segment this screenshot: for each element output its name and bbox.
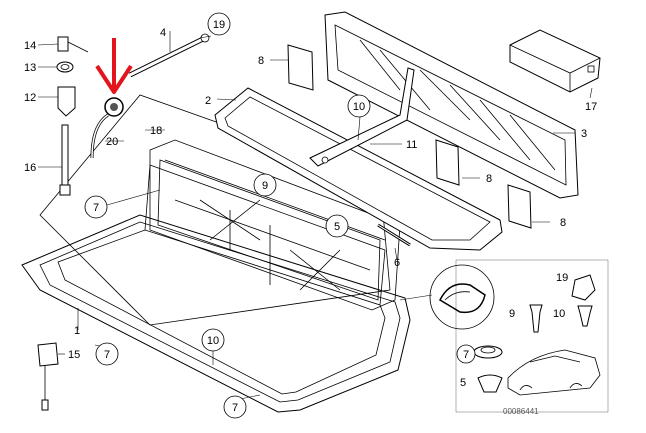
callout-18: 18 [150, 125, 162, 137]
callout-4: 4 [160, 27, 166, 39]
callout-circle-7c: 7 [223, 395, 247, 419]
plate-part-8b [435, 139, 460, 186]
leader-lines [37, 31, 593, 403]
rail-part-3 [324, 11, 579, 199]
bracket-part-11 [309, 67, 415, 167]
callout-12: 12 [24, 92, 36, 104]
callout-2: 2 [205, 95, 211, 107]
plate-part-8a [287, 44, 314, 91]
svg-text:7: 7 [93, 202, 99, 214]
callout-15: 15 [68, 349, 80, 361]
callout-labels: 14 13 12 16 20 18 4 8 2 11 3 17 8 8 6 1 … [24, 27, 597, 416]
callout-1: 1 [74, 325, 80, 337]
callout-3: 3 [581, 128, 587, 140]
hinge-part-14 [57, 36, 89, 53]
callout-11: 11 [406, 139, 417, 151]
cover-part-2 [214, 87, 503, 251]
rod-part-16 [59, 124, 71, 196]
callout-16: 16 [24, 162, 36, 174]
svg-text:5: 5 [334, 221, 340, 233]
tray-part-1 [21, 159, 411, 413]
callout-circle-7d: 7 [456, 344, 476, 364]
svg-text:7: 7 [104, 349, 110, 361]
svg-text:19: 19 [213, 19, 225, 31]
callout-circle-5: 5 [325, 214, 349, 238]
callout-14: 14 [24, 40, 36, 52]
spring-part-13 [56, 61, 74, 73]
svg-text:7: 7 [463, 349, 469, 361]
callout-8c: 8 [560, 217, 566, 229]
diagram-id: 00086441 [503, 407, 539, 416]
svg-text:10: 10 [207, 335, 219, 347]
callout-8b: 8 [486, 173, 492, 185]
callout-6: 6 [394, 257, 400, 269]
clip-part-12 [57, 86, 76, 117]
sensor-part-15 [37, 342, 59, 411]
small-parts-inset [455, 259, 609, 413]
callout-circle-19: 19 [207, 12, 231, 36]
callout-13: 13 [24, 62, 36, 74]
callout-circle-9: 9 [253, 173, 277, 197]
callout-circle-7a: 7 [84, 195, 108, 219]
circled-callouts: 19 10 9 5 7 7 10 7 [84, 12, 476, 419]
svg-text:9: 9 [262, 180, 268, 192]
svg-text:7: 7 [232, 402, 238, 414]
detail-zoom [399, 264, 495, 330]
callout-circle-10b: 10 [201, 328, 225, 352]
pin-part-6 [377, 223, 411, 247]
callout-circle-7b: 7 [95, 342, 119, 366]
svg-text:10: 10 [353, 101, 365, 113]
callout-20: 20 [106, 136, 118, 148]
plate-part-8c [507, 184, 532, 229]
grommet-part-20 [90, 97, 124, 159]
callout-circle-10a: 10 [347, 94, 371, 118]
module-part-17 [509, 29, 601, 93]
gasket-part-18 [39, 94, 391, 326]
gas-strut-part-4 [128, 33, 210, 78]
callout-5b: 5 [460, 377, 466, 389]
callout-19b: 19 [556, 272, 568, 284]
callout-10c: 10 [553, 308, 565, 320]
red-arrow-indicator [95, 38, 133, 94]
callout-9b: 9 [509, 308, 515, 320]
callout-8a: 8 [258, 55, 264, 67]
callout-17: 17 [585, 101, 597, 113]
